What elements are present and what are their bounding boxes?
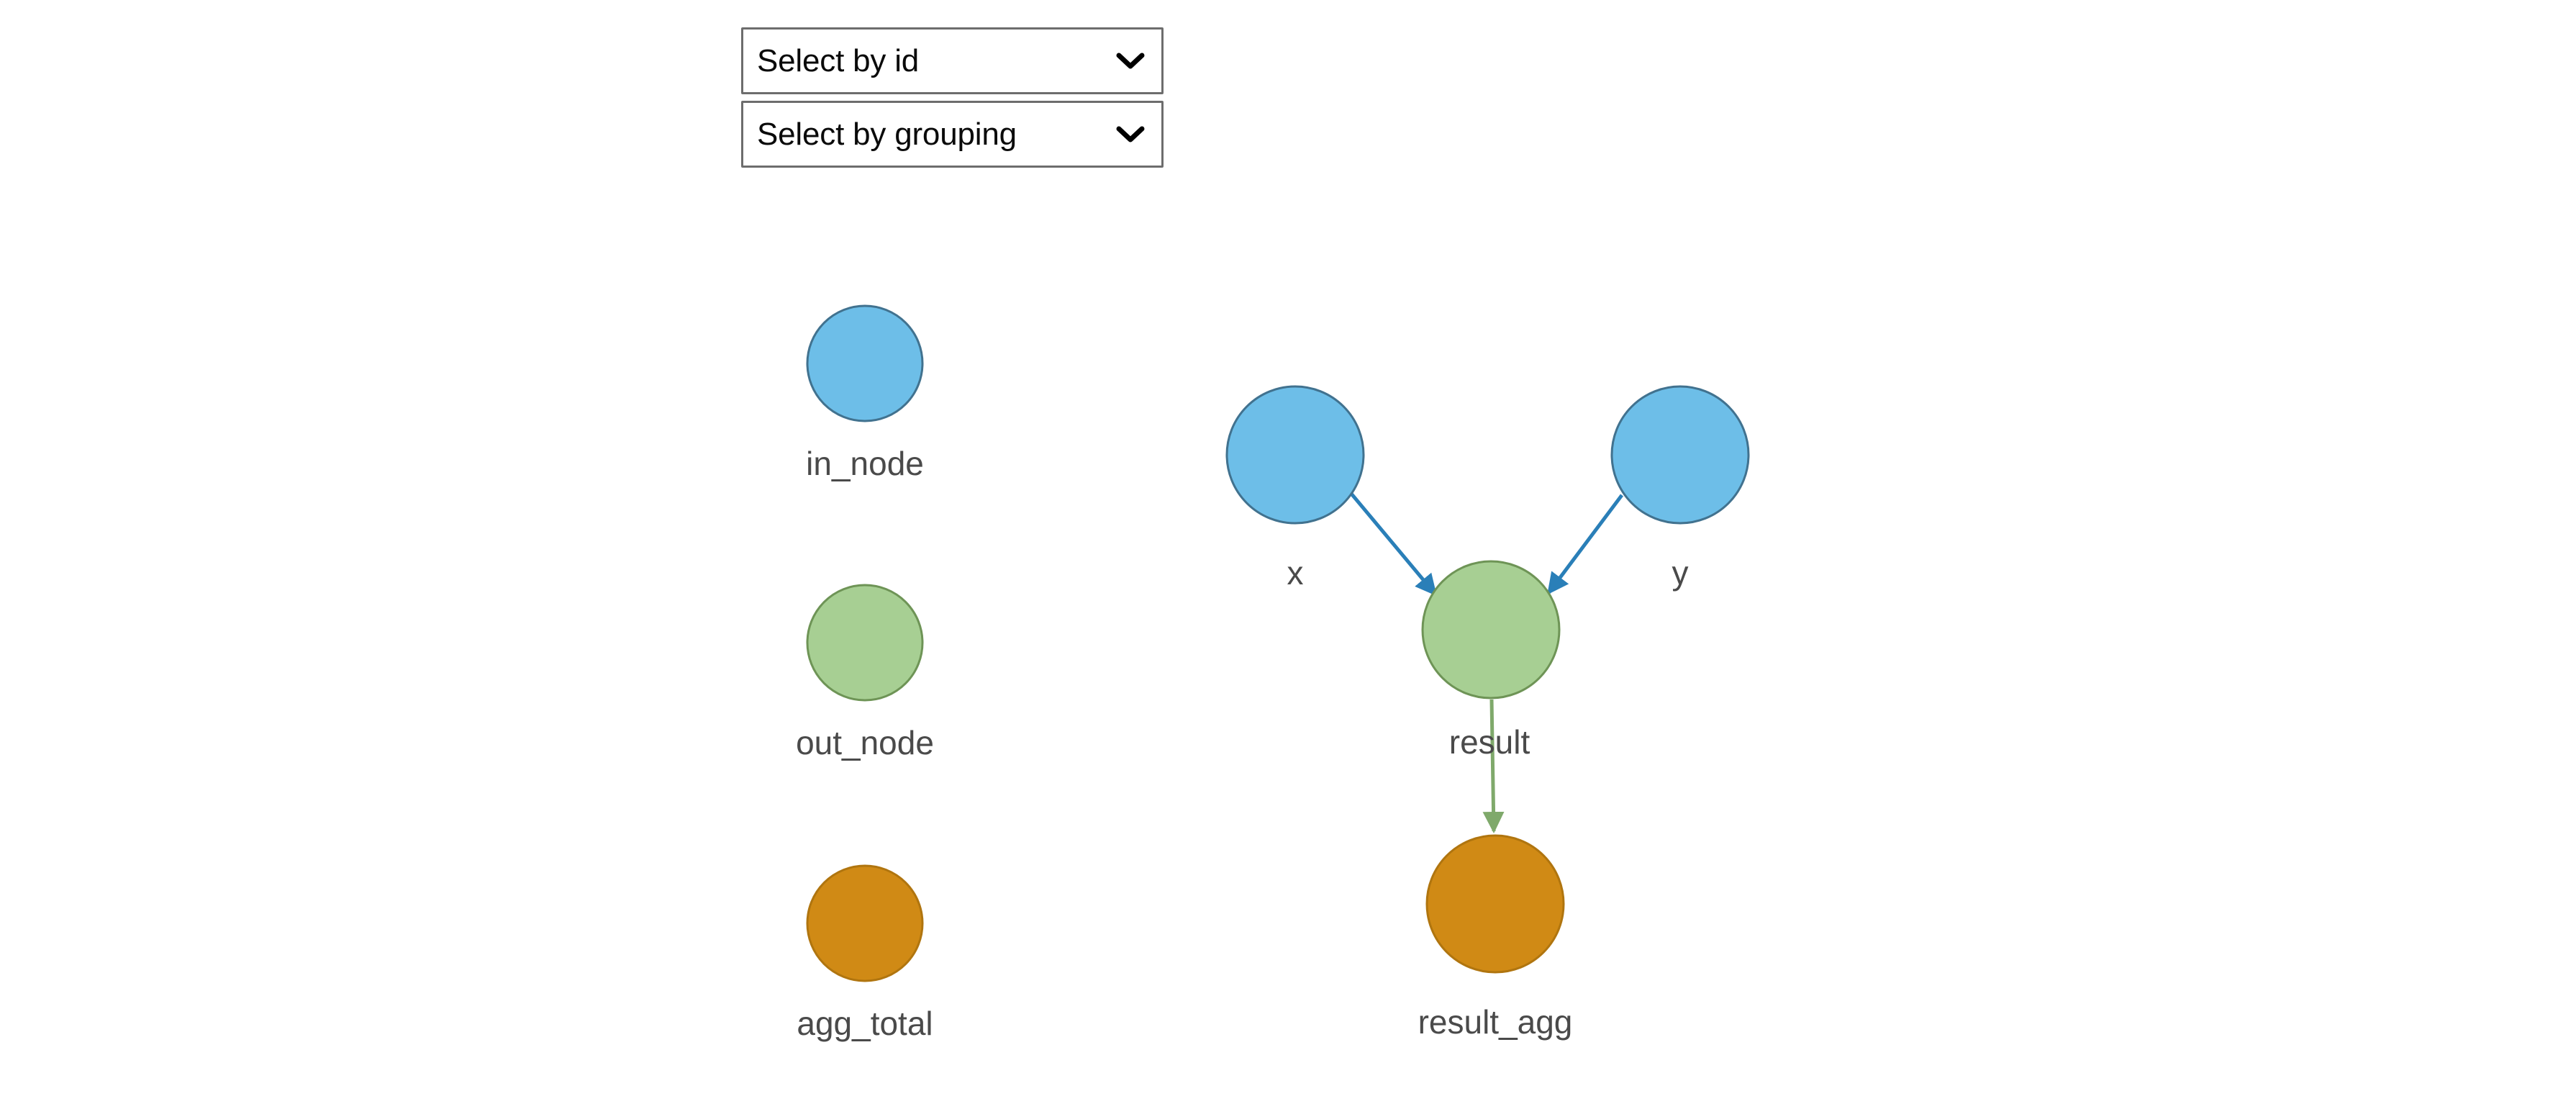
chevron-down-icon[interactable] <box>1116 101 1145 168</box>
legend-label-out-node: out_node <box>796 724 934 761</box>
legend-swatch-out-node[interactable] <box>806 584 924 702</box>
select-by-id-value: Select by id <box>757 43 920 78</box>
select-by-grouping[interactable] <box>741 101 1164 168</box>
node-label-result-agg: result_agg <box>1418 1003 1573 1041</box>
controls-panel: Select by id Select by grouping <box>741 27 1173 174</box>
edge-result-to-result-agg[interactable] <box>1482 699 1505 833</box>
select-by-grouping-value: Select by grouping <box>757 117 1017 152</box>
node-label-y: y <box>1672 554 1689 592</box>
legend-item-in-node[interactable]: in_node <box>806 304 924 482</box>
legend-swatch-in-node[interactable] <box>806 304 924 422</box>
edge-y-to-result[interactable] <box>1547 494 1623 595</box>
graph-node-labels: x y result result_agg <box>1287 554 1689 1041</box>
node-label-x: x <box>1287 554 1304 592</box>
chevron-down-icon[interactable] <box>1116 27 1145 94</box>
edge-x-to-result[interactable] <box>1350 492 1437 597</box>
select-by-grouping-wrapper[interactable]: Select by grouping <box>741 101 1164 168</box>
legend-item-out-node[interactable]: out_node <box>796 584 934 761</box>
legend-item-agg-total[interactable]: agg_total <box>797 864 933 1042</box>
select-by-id[interactable] <box>741 27 1164 94</box>
node-y[interactable] <box>1610 385 1750 525</box>
select-by-id-wrapper[interactable]: Select by id <box>741 27 1164 94</box>
graph-edges <box>1350 492 1623 833</box>
graph-nodes <box>1225 385 1750 974</box>
legend: in_node out_node agg_total <box>796 304 934 1042</box>
legend-swatch-agg-total[interactable] <box>806 864 924 982</box>
legend-label-in-node: in_node <box>806 445 924 482</box>
node-result-agg[interactable] <box>1425 834 1565 974</box>
legend-label-agg-total: agg_total <box>797 1005 933 1042</box>
node-result[interactable] <box>1421 560 1561 700</box>
node-x[interactable] <box>1225 385 1365 525</box>
node-label-result: result <box>1449 723 1530 761</box>
